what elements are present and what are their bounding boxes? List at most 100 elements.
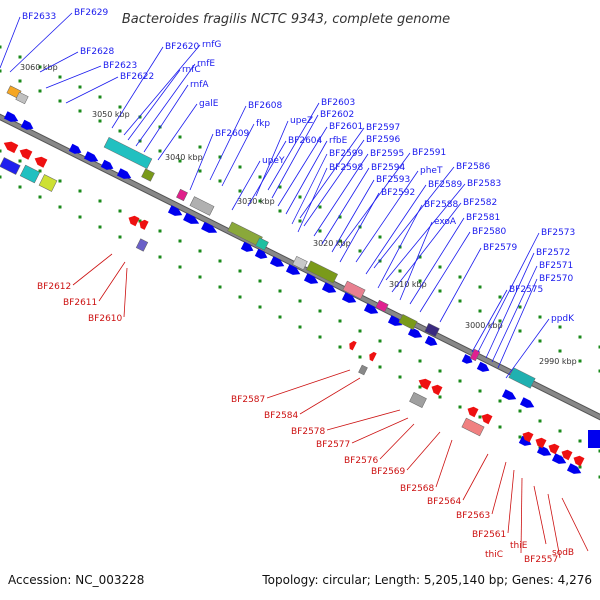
gene-label-upper[interactable]: BF2596: [366, 135, 401, 145]
gene-label-lower[interactable]: BF2557: [524, 555, 558, 565]
reverse-gene-arrow: [573, 455, 585, 467]
gene-label-upper[interactable]: BF2620: [165, 42, 200, 52]
kbp-tick-label: 3010 kbp: [389, 280, 427, 289]
reverse-gene-arrow: [3, 141, 19, 154]
gene-label-lower[interactable]: BF2612: [37, 282, 71, 292]
feature-block: [424, 322, 440, 338]
gene-label-lower[interactable]: BF2584: [264, 411, 299, 421]
reverse-gene-arrow: [548, 443, 560, 455]
gene-label-upper[interactable]: BF2583: [467, 179, 501, 189]
gene-label-lower[interactable]: BF2611: [63, 298, 97, 308]
gene-label-upper[interactable]: BF2604: [288, 136, 323, 146]
gene-label-upper[interactable]: BF2597: [366, 123, 400, 133]
gene-label-lower[interactable]: BF2576: [344, 456, 379, 466]
gene-label-upper[interactable]: BF2629: [74, 8, 109, 18]
gene-label-upper[interactable]: BF2581: [466, 213, 500, 223]
forward-gene-arrow: [407, 327, 423, 338]
track-dot: [18, 185, 22, 189]
track-dot: [258, 305, 262, 309]
gene-label-upper[interactable]: BF2609: [215, 129, 250, 139]
gene-label-upper[interactable]: BF2595: [370, 149, 404, 159]
gene-label-upper[interactable]: BF2588: [424, 200, 459, 210]
kbp-tick-label: 3000 kbp: [465, 321, 503, 330]
gene-label-upper[interactable]: BF2608: [248, 101, 283, 111]
gene-label-upper[interactable]: upeY: [262, 156, 285, 166]
gene-label-leader-line: [520, 477, 523, 554]
gene-label-upper[interactable]: BF2623: [103, 61, 137, 71]
gene-label-leader-line: [471, 289, 508, 353]
kbp-tick-label: 3040 kbp: [165, 153, 203, 162]
track-dot: [118, 209, 122, 213]
gene-label-lower[interactable]: thiE: [510, 541, 528, 551]
gene-label-upper[interactable]: BF2602: [320, 110, 354, 120]
gene-label-upper[interactable]: BF2601: [329, 122, 363, 132]
gene-label-leader-line: [111, 46, 164, 129]
gene-label-leader-line: [477, 232, 540, 353]
gene-label-leader-line: [0, 16, 21, 69]
gene-label-upper[interactable]: BF2580: [472, 227, 507, 237]
gene-label-upper[interactable]: BF2598: [329, 163, 364, 173]
track-dot: [418, 385, 422, 389]
gene-label-upper[interactable]: pheT: [420, 166, 443, 176]
gene-label-leader-line: [143, 84, 189, 153]
gene-label-upper[interactable]: BF2603: [321, 98, 355, 108]
gene-label-upper[interactable]: BF2599: [329, 149, 364, 159]
gene-label-upper[interactable]: rnfC: [182, 65, 201, 75]
gene-label-lower[interactable]: BF2569: [371, 467, 406, 477]
gene-label-upper[interactable]: rnfA: [190, 80, 209, 90]
track-dot: [498, 425, 502, 429]
gene-label-leader-line: [391, 202, 462, 293]
gene-label-upper[interactable]: BF2592: [381, 188, 415, 198]
gene-label-upper[interactable]: fkp: [256, 119, 270, 129]
forward-gene-arrow: [518, 435, 532, 446]
track-dot: [538, 315, 542, 319]
track-dot: [38, 65, 42, 69]
gene-label-upper[interactable]: BF2622: [120, 72, 154, 82]
gene-label-upper[interactable]: upeZ: [290, 116, 313, 126]
gene-label-upper[interactable]: galE: [199, 99, 219, 109]
track-dot: [338, 239, 342, 243]
track-dot: [398, 375, 402, 379]
track-dot: [138, 115, 142, 119]
gene-label-lower[interactable]: BF2587: [231, 395, 265, 405]
gene-label-upper[interactable]: BF2573: [541, 228, 575, 238]
gene-label-lower[interactable]: BF2563: [456, 511, 490, 521]
gene-label-upper[interactable]: BF2579: [483, 243, 518, 253]
gene-label-upper[interactable]: BF2575: [509, 285, 543, 295]
gene-label-lower[interactable]: BF2577: [316, 440, 350, 450]
gene-label-upper[interactable]: BF2589: [428, 180, 463, 190]
gene-label-upper[interactable]: BF2572: [536, 248, 570, 258]
gene-label-upper[interactable]: rnfE: [197, 59, 215, 69]
gene-label-lower[interactable]: BF2610: [88, 314, 123, 324]
track-dot: [578, 335, 582, 339]
gene-label-lower[interactable]: BF2564: [427, 497, 462, 507]
gene-label-upper[interactable]: BF2594: [371, 163, 406, 173]
gene-label-lower[interactable]: thiC: [485, 550, 503, 560]
gene-label-lower[interactable]: BF2578: [291, 427, 326, 437]
gene-label-upper[interactable]: BF2582: [463, 198, 497, 208]
gene-label-upper[interactable]: BF2586: [456, 162, 491, 172]
gene-label-upper[interactable]: BF2633: [22, 12, 56, 22]
track-dot: [38, 89, 42, 93]
gene-label-upper[interactable]: BF2628: [80, 47, 115, 57]
forward-gene-arrow: [254, 248, 268, 259]
track-dot: [218, 285, 222, 289]
gene-label-upper[interactable]: rfbE: [329, 136, 348, 146]
gene-label-upper[interactable]: BF2591: [412, 148, 446, 158]
gene-label-upper[interactable]: BF2571: [539, 261, 573, 271]
gene-label-lower[interactable]: BF2561: [472, 530, 506, 540]
gene-label-lower[interactable]: BF2568: [400, 484, 435, 494]
gene-label-upper[interactable]: rnfG: [202, 40, 221, 50]
track-dot: [38, 195, 42, 199]
feature-block: [38, 174, 58, 192]
track-dot: [58, 99, 62, 103]
gene-label-upper[interactable]: exoA: [434, 217, 457, 227]
gene-label-lower[interactable]: sodB: [552, 548, 574, 558]
track-dot: [558, 349, 562, 353]
track-dot: [178, 159, 182, 163]
forward-gene-arrow: [20, 119, 34, 130]
gene-label-upper[interactable]: BF2593: [376, 175, 410, 185]
gene-label-upper[interactable]: BF2570: [539, 274, 574, 284]
gene-label-upper[interactable]: ppdK: [551, 314, 575, 324]
